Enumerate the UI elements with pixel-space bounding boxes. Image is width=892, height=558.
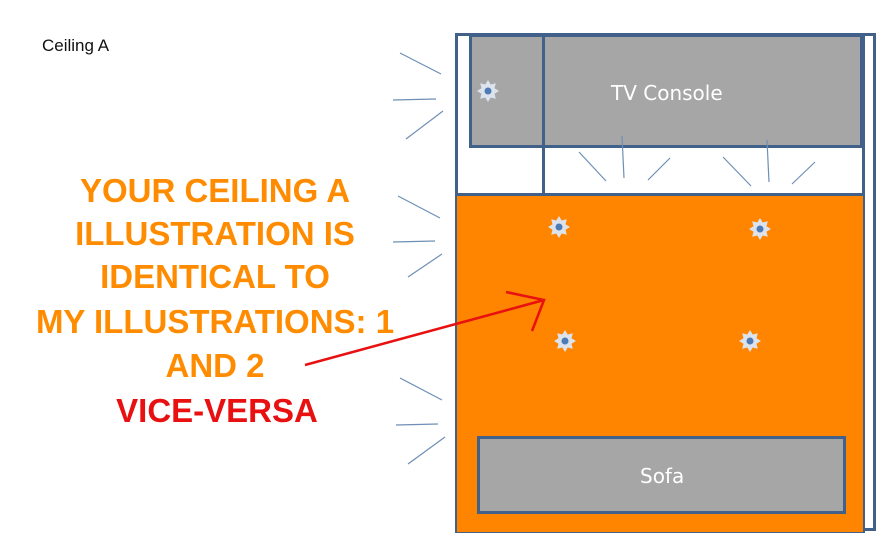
divider-line — [542, 34, 545, 194]
ceiling-light-icon — [749, 218, 771, 240]
right-wall-strip — [862, 33, 876, 531]
sofa-label: Sofa — [640, 464, 685, 488]
tv-console-label: TV Console — [611, 81, 723, 105]
ceiling-light-icon — [477, 80, 499, 102]
note-line-2: ILLUSTRATION IS — [75, 215, 355, 252]
ceiling-light-icon — [739, 330, 761, 352]
sofa: Sofa — [477, 436, 846, 514]
ceiling-light-icon — [554, 330, 576, 352]
ceiling-light-icon — [548, 216, 570, 238]
light-rays — [392, 52, 816, 465]
tv-console: TV Console — [542, 34, 863, 148]
note-line-4: MY ILLUSTRATIONS: 1 — [35, 303, 395, 340]
note-line-1: YOUR CEILING A — [79, 172, 351, 209]
note-emphasis: VICE-VERSA — [116, 392, 318, 429]
note-line-3: IDENTICAL TO — [100, 258, 330, 295]
note-line-5: AND 2 — [165, 347, 265, 384]
diagram-title: Ceiling A — [42, 36, 110, 55]
arrow — [304, 290, 546, 367]
